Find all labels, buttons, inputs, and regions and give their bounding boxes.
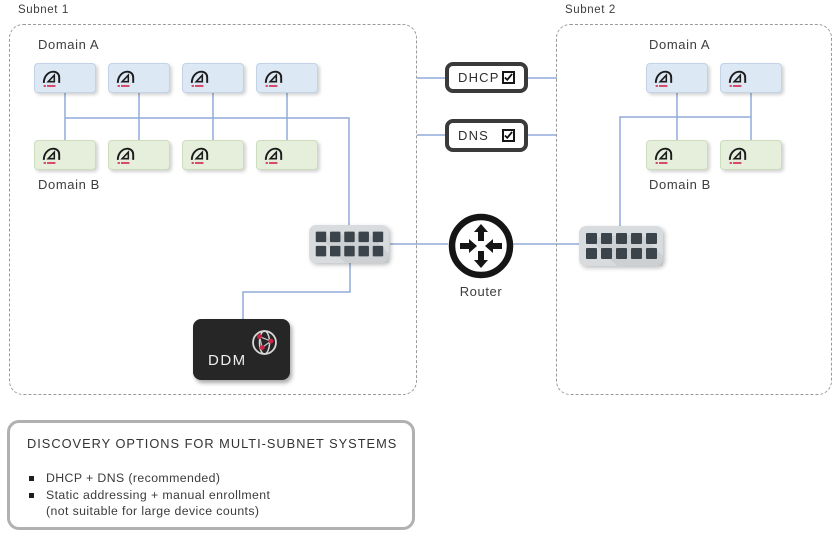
subnet1-domain-a-device-3 bbox=[182, 63, 244, 93]
subnet2-domain-b-device-1 bbox=[646, 140, 708, 170]
device-logo-icon bbox=[653, 68, 674, 89]
dns-checked-checkbox-icon[interactable] bbox=[502, 129, 515, 142]
router: Router bbox=[444, 211, 518, 299]
subnet1-domain-b-label: Domain B bbox=[38, 177, 100, 192]
dhcp-service: DHCP bbox=[445, 62, 528, 93]
discovery-options-title: DISCOVERY OPTIONS FOR MULTI-SUBNET SYSTE… bbox=[27, 436, 398, 451]
list-item-note-text: (not suitable for large device counts) bbox=[46, 504, 260, 518]
subnet1-domain-a-device-2 bbox=[108, 63, 170, 93]
discovery-options-list: DHCP + DNS (recommended) Static addressi… bbox=[29, 470, 270, 520]
router-arrows-icon bbox=[448, 213, 514, 279]
ddm-server: DDM bbox=[193, 319, 290, 380]
subnet2-domain-a-device-1 bbox=[646, 63, 708, 93]
subnet1-domain-b-device-4 bbox=[256, 140, 318, 170]
list-item: Static addressing + manual enrollment bbox=[29, 487, 270, 504]
subnet2-domain-b-device-2 bbox=[720, 140, 782, 170]
subnet1-switch-icon bbox=[308, 225, 390, 263]
subnet2-domain-b-label: Domain B bbox=[649, 177, 711, 192]
subnet1-domain-b-device-3 bbox=[182, 140, 244, 170]
subnet1-domain-a-label: Domain A bbox=[38, 37, 100, 52]
discovery-options-panel: DISCOVERY OPTIONS FOR MULTI-SUBNET SYSTE… bbox=[7, 420, 415, 530]
subnet1-domain-a-device-1 bbox=[34, 63, 96, 93]
dns-service: DNS bbox=[445, 119, 528, 152]
switch1-ddm-line bbox=[242, 263, 351, 319]
subnet1-label: Subnet 1 bbox=[18, 4, 69, 16]
subnet2-switch-icon bbox=[579, 226, 663, 266]
subnet2-label: Subnet 2 bbox=[565, 4, 616, 16]
subnet2-bus-line bbox=[619, 116, 751, 226]
device-logo-icon bbox=[263, 145, 284, 166]
subnet1-bus-line bbox=[65, 117, 350, 225]
subnet2-boundary bbox=[556, 24, 832, 395]
bullet-icon bbox=[29, 492, 34, 498]
device-logo-icon bbox=[653, 145, 674, 166]
subnet2-domain-a-label: Domain A bbox=[649, 37, 711, 52]
device-logo-icon bbox=[115, 68, 136, 89]
subnet2-domain-a-device-2 bbox=[720, 63, 782, 93]
dhcp-label: DHCP bbox=[458, 70, 500, 85]
router-label: Router bbox=[459, 284, 503, 299]
device-logo-icon bbox=[727, 145, 748, 166]
bullet-icon bbox=[29, 476, 34, 481]
subnet1-domain-b-device-1 bbox=[34, 140, 96, 170]
ddm-label: DDM bbox=[208, 352, 247, 369]
device-logo-icon bbox=[727, 68, 748, 89]
device-logo-icon bbox=[41, 68, 62, 89]
list-item-text: DHCP + DNS (recommended) bbox=[46, 471, 221, 485]
device-logo-icon bbox=[263, 68, 284, 89]
device-logo-icon bbox=[41, 145, 62, 166]
network-globe-icon bbox=[252, 330, 277, 355]
subnet1-device-drops bbox=[64, 93, 288, 140]
subnet1-domain-b-device-2 bbox=[108, 140, 170, 170]
list-item: DHCP + DNS (recommended) bbox=[29, 470, 270, 487]
list-item-text: Static addressing + manual enrollment bbox=[46, 487, 271, 502]
dns-label: DNS bbox=[458, 128, 490, 143]
list-item-note: (not suitable for large device counts) bbox=[29, 503, 270, 520]
dhcp-checked-checkbox-icon[interactable] bbox=[502, 71, 515, 84]
subnet1-domain-a-device-4 bbox=[256, 63, 318, 93]
device-logo-icon bbox=[189, 145, 210, 166]
device-logo-icon bbox=[189, 68, 210, 89]
subnet1-boundary bbox=[9, 24, 417, 395]
device-logo-icon bbox=[115, 145, 136, 166]
